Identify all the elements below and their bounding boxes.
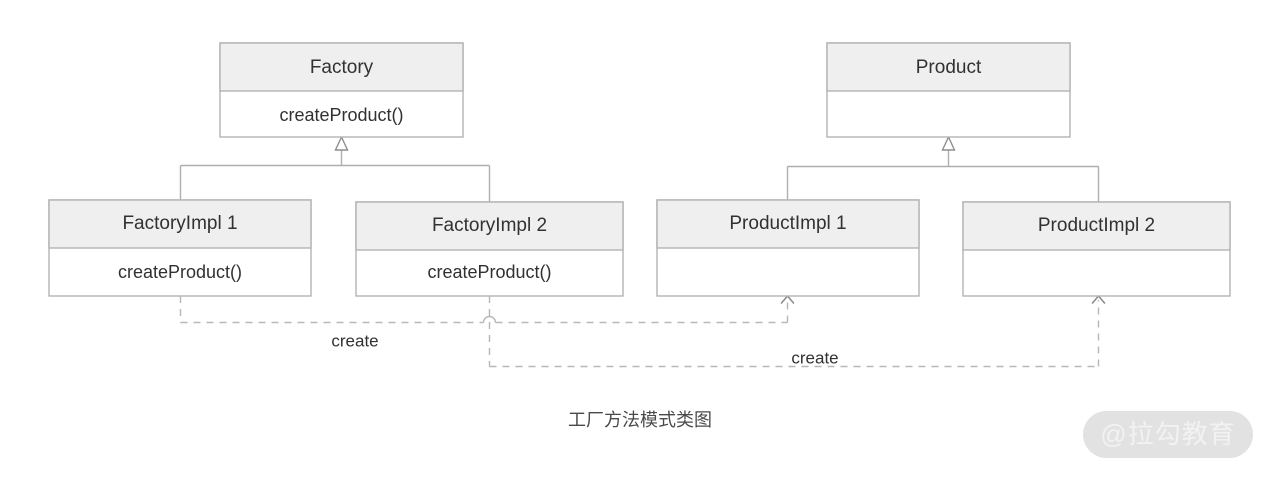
class-box-product[interactable]: Product (826, 42, 1071, 138)
dependency-create-1: create (179, 294, 795, 350)
generalization-arrowhead-product (941, 135, 956, 151)
class-box-product-impl-1[interactable]: ProductImpl 1 (656, 199, 920, 297)
product-title: Product (916, 57, 982, 78)
factory-impl-1-title: FactoryImpl 1 (122, 213, 237, 234)
watermark-pill (1083, 411, 1253, 458)
create-1-line-hop (482, 315, 497, 323)
factory-impl-1-header (48, 199, 312, 249)
product-impl-2-title: ProductImpl 2 (1038, 215, 1155, 236)
watermark: @拉勾教育 (1083, 411, 1253, 458)
product-impl-1-title: ProductImpl 1 (729, 213, 846, 234)
generalization-connectors-factory (179, 135, 491, 202)
generalization-connectors-product (786, 135, 1100, 202)
factory-member-0: createProduct() (279, 105, 403, 125)
class-box-factory-impl-2[interactable]: FactoryImpl 2 createProduct() (355, 201, 624, 297)
factory-impl-1-member-0: createProduct() (118, 262, 242, 282)
dependency-create-2: create (488, 294, 1106, 367)
factory-impl-2-member-0: createProduct() (427, 262, 551, 282)
product-header (826, 42, 1071, 92)
class-box-product-impl-2[interactable]: ProductImpl 2 (962, 201, 1231, 297)
create-2-arrowhead (1091, 294, 1106, 304)
create-1-label: create (331, 331, 378, 350)
factory-header (219, 42, 464, 92)
factory-title: Factory (310, 57, 374, 78)
product-impl-2-header (962, 201, 1231, 251)
factory-impl-2-title: FactoryImpl 2 (432, 215, 547, 236)
diagram-caption: 工厂方法模式类图 (568, 410, 712, 430)
class-box-factory-impl-1[interactable]: FactoryImpl 1 createProduct() (48, 199, 312, 297)
factory-impl-2-header (355, 201, 624, 251)
product-impl-1-header (656, 199, 920, 249)
class-box-factory[interactable]: Factory createProduct() (219, 42, 464, 138)
create-1-arrowhead (780, 294, 795, 304)
create-2-label: create (791, 348, 838, 367)
watermark-label: @拉勾教育 (1100, 419, 1235, 449)
generalization-arrowhead-factory (334, 135, 349, 151)
